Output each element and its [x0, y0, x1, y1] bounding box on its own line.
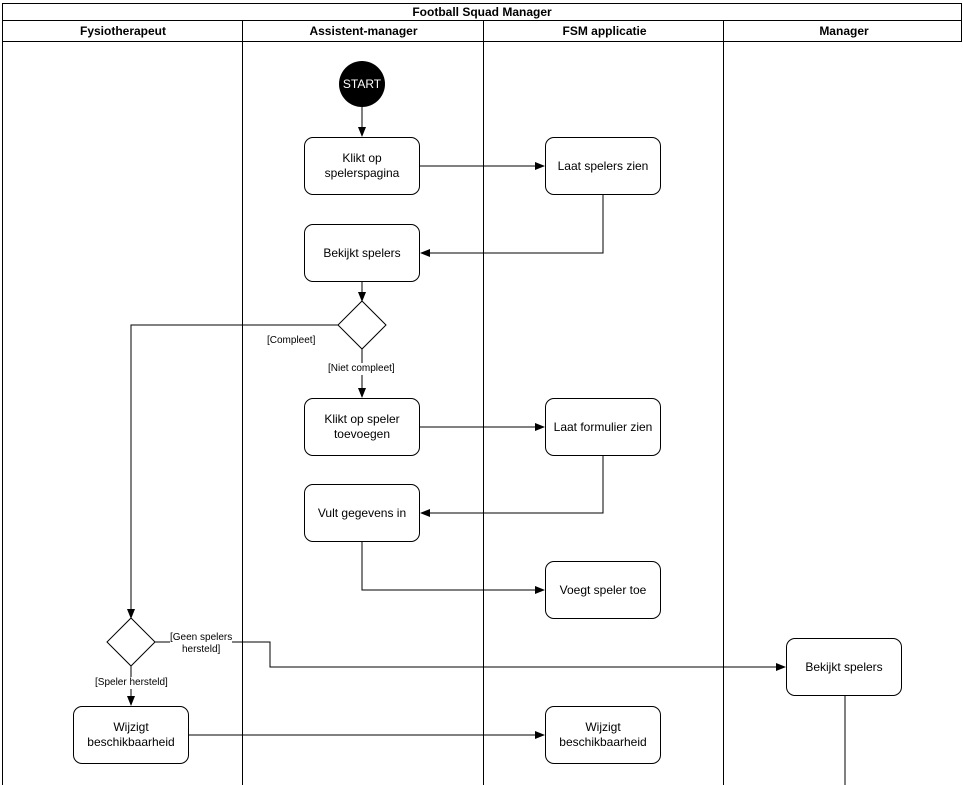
node-wijzigt-beschikbaarheid-app: Wijzigt beschikbaarheid [545, 706, 661, 764]
start-node: START [339, 61, 385, 107]
node-voegt-speler-toe: Voegt speler toe [545, 561, 661, 619]
node-laat-formulier-zien: Laat formulier zien [545, 398, 661, 456]
edge-label-compleet: [Compleet] [267, 335, 316, 347]
node-klikt-op-speler-toevoegen: Klikt op speler toevoegen [304, 398, 420, 456]
lane-border-left [2, 20, 3, 785]
decision-diamond-compleet [337, 300, 387, 350]
node-laat-spelers-zien: Laat spelers zien [545, 137, 661, 195]
lane-divider-1 [242, 20, 243, 785]
node-bekijkt-spelers-manager: Bekijkt spelers [786, 638, 902, 696]
lane-title-manager: Manager [819, 23, 869, 38]
edge-formulier-to-vult [420, 456, 604, 517]
node-vult-gegevens-in: Vult gegevens in [304, 484, 420, 542]
lane-header-row: Fysiotherapeut Assistent-manager FSM app… [2, 20, 962, 42]
edge-label-speler-hersteld: [Speler hersteld] [95, 677, 168, 689]
edge-decision2-geen [155, 641, 786, 671]
node-klikt-op-spelerspagina: Klikt op spelerspagina [304, 137, 420, 195]
decision-diamond-hersteld [106, 617, 156, 667]
edge-vult-to-voegt [361, 542, 545, 594]
diagram-title: Football Squad Manager [2, 3, 962, 21]
edge-label-niet-compleet: [Niet compleet] [328, 363, 395, 375]
lane-divider-3 [723, 20, 724, 785]
lane-title-fsm-applicatie: FSM applicatie [562, 23, 647, 38]
node-bekijkt-spelers-assistent: Bekijkt spelers [304, 224, 420, 282]
edge-laat-spelers-to-bekijkt [420, 195, 604, 257]
lane-title-assistent-manager: Assistent-manager [309, 23, 418, 38]
node-wijzigt-beschikbaarheid-fysio: Wijzigt beschikbaarheid [73, 706, 189, 764]
edge-label-geen-spelers-hersteld: [Geen spelers hersteld] [170, 632, 233, 656]
lane-title-fysiotherapeut: Fysiotherapeut [79, 23, 166, 38]
lane-divider-2 [483, 20, 484, 785]
edge-decision-compleet [127, 324, 338, 619]
